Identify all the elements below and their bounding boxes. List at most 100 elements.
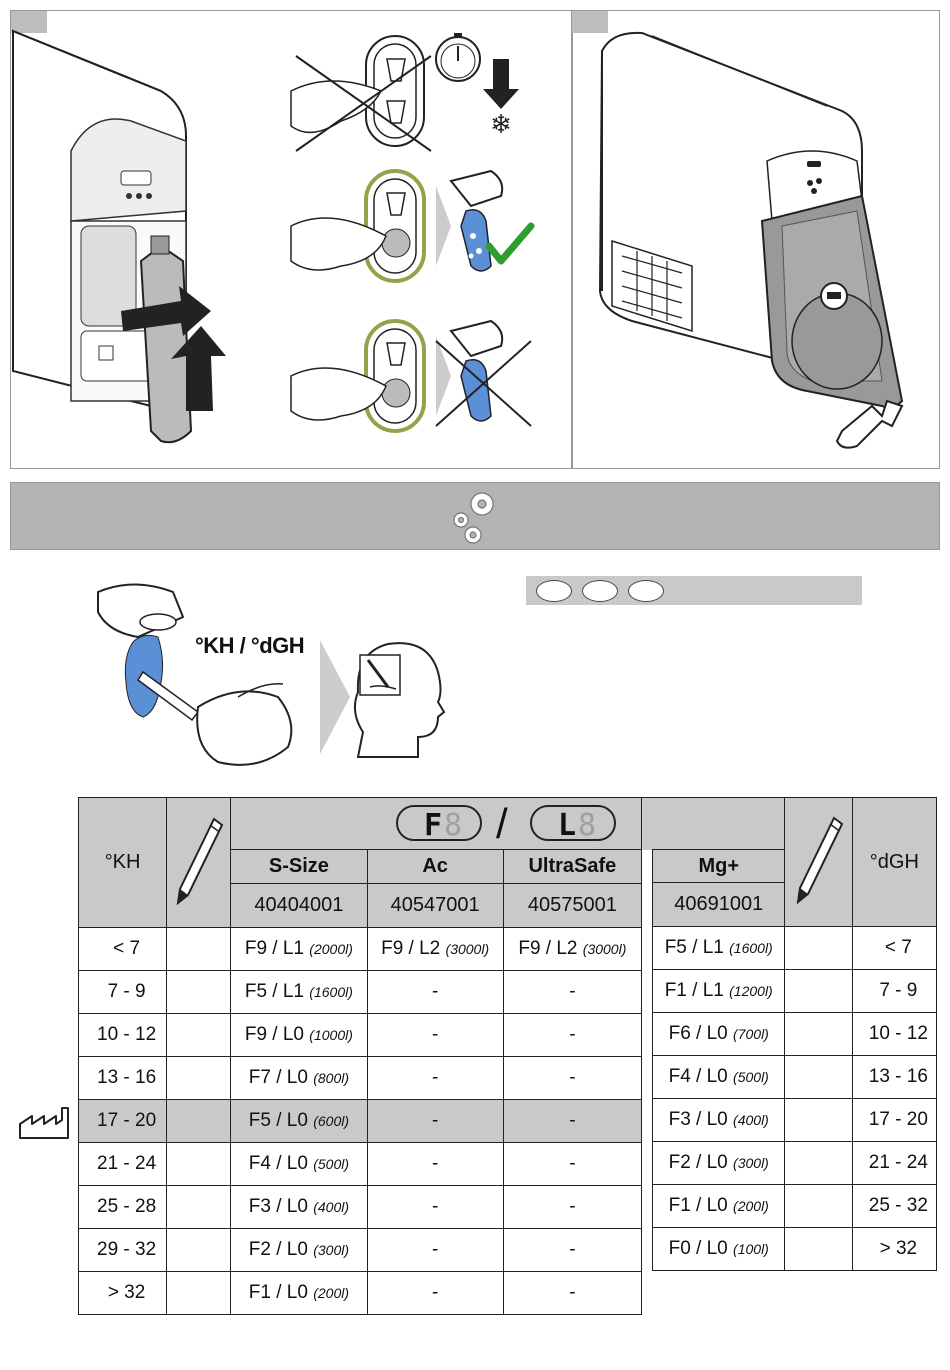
ultrasafe-setting: - [502, 1056, 643, 1100]
note-cell [166, 1271, 232, 1315]
table-row: F1 / L1 (1200l) 7 - 9 [651, 969, 938, 1013]
s-size-setting: F7 / L0 (800l) [230, 1056, 368, 1100]
gears-icon [453, 492, 494, 544]
note-cell [784, 1141, 853, 1185]
step-2-correct [290, 169, 535, 283]
kh-range: 13 - 16 [77, 1056, 168, 1100]
appliance-side-illustration [598, 31, 904, 449]
dgh-header: °dGH [851, 797, 938, 927]
table-row: F2 / L0 (300l) 21 - 24 [651, 1141, 938, 1185]
filter-code-ac: 40547001 [366, 882, 504, 929]
table-row: F0 / L0 (100l) > 32 [651, 1227, 938, 1271]
table-row: F1 / L0 (200l)25 - 32 [651, 1184, 938, 1228]
filter-header-mg: Mg+ [651, 849, 786, 883]
ac-setting: - [366, 1185, 504, 1229]
note-cell [166, 1056, 232, 1100]
panel-1-tag [11, 11, 47, 33]
note-cell [784, 1184, 853, 1228]
svg-text:❄: ❄ [490, 109, 512, 139]
step-3-wrong [290, 319, 532, 433]
ultrasafe-setting: - [502, 970, 643, 1014]
dgh-range: < 7 [851, 926, 938, 970]
appliance-front-illustration: ❄ [12, 29, 535, 444]
illustration-panel-1: ❄ [10, 10, 573, 469]
mg-setting: F0 / L0 (100l) [651, 1227, 786, 1271]
illustration-panel-2 [571, 10, 940, 469]
ac-setting: - [366, 970, 504, 1014]
ac-setting: - [366, 1142, 504, 1186]
pencil-header-right [784, 797, 853, 927]
ultrasafe-setting: - [502, 1013, 643, 1057]
dgh-range: > 32 [851, 1227, 938, 1271]
pencil-icon [796, 816, 843, 905]
ac-setting: - [366, 1099, 504, 1143]
test-unit-label: °KH / °dGH [195, 633, 305, 658]
table-row: F3 / L0 (400l)17 - 20 [651, 1098, 938, 1142]
ultrasafe-setting: - [502, 1228, 643, 1272]
button-indicator-2 [582, 580, 618, 602]
mg-setting: F4 / L0 (500l) [651, 1055, 786, 1099]
panel-2-tag [572, 11, 608, 33]
s-size-setting: F9 / L0 (1000l) [230, 1013, 368, 1057]
filter-header-s-size: S-Size [230, 849, 368, 884]
table-row: F6 / L0 (700l)10 - 12 [651, 1012, 938, 1056]
dgh-range: 21 - 24 [851, 1141, 938, 1185]
mg-setting: F6 / L0 (700l) [651, 1012, 786, 1056]
filter-code-s-size: 40404001 [230, 882, 368, 929]
ultrasafe-setting: F9 / L2 (3000l) [502, 927, 643, 971]
step-1-wrong: ❄ [290, 33, 519, 152]
ultrasafe-setting: - [502, 1185, 643, 1229]
kh-range: < 7 [77, 927, 168, 971]
note-cell [784, 1055, 853, 1099]
ultrasafe-setting: - [502, 1142, 643, 1186]
note-cell [784, 1012, 853, 1056]
dgh-range: 7 - 9 [851, 969, 938, 1013]
note-cell [166, 1013, 232, 1057]
kh-range: > 32 [77, 1271, 168, 1315]
ac-setting: F9 / L2 (3000l) [366, 927, 504, 971]
kh-range: 25 - 28 [77, 1185, 168, 1229]
s-size-setting: F2 / L0 (300l) [230, 1228, 368, 1272]
kh-header: °KH [77, 797, 168, 928]
mg-setting: F1 / L0 (200l) [651, 1184, 786, 1228]
ac-setting: - [366, 1013, 504, 1057]
pencil-header [166, 797, 232, 928]
ultrasafe-setting: - [502, 1271, 643, 1315]
pencil-icon [176, 816, 223, 905]
ultrasafe-setting: - [502, 1099, 643, 1143]
s-size-setting: F9 / L1 (2000l) [230, 927, 368, 971]
filter-code-ultrasafe: 40575001 [502, 882, 643, 929]
dgh-range: 17 - 20 [851, 1098, 938, 1142]
note-cell [166, 1228, 232, 1272]
kh-range: 7 - 9 [77, 970, 168, 1014]
ac-setting: - [366, 1271, 504, 1315]
button-indicator-1 [536, 580, 572, 602]
note-cell [166, 1099, 232, 1143]
table-row: F4 / L0 (500l) 13 - 16 [651, 1055, 938, 1099]
filter-code-mg: 40691001 [651, 882, 786, 927]
note-cell [784, 1098, 853, 1142]
note-cell [784, 1227, 853, 1271]
dgh-range: 13 - 16 [851, 1055, 938, 1099]
s-size-setting: F5 / L0 (600l) [230, 1099, 368, 1143]
s-size-setting: F4 / L0 (500l) [230, 1142, 368, 1186]
mg-setting: F5 / L1 (1600l) [651, 926, 786, 970]
mg-setting: F1 / L1 (1200l) [651, 969, 786, 1013]
mg-setting: F2 / L0 (300l) [651, 1141, 786, 1185]
button-indicator-3 [628, 580, 664, 602]
button-indicator-bar [526, 576, 862, 605]
settings-banner [10, 482, 940, 550]
note-cell [166, 970, 232, 1014]
filter-header-ac: Ac [366, 849, 504, 884]
s-size-setting: F1 / L0 (200l) [230, 1271, 368, 1315]
table-row: F5 / L1 (1600l) < 7 [651, 926, 938, 970]
kh-settings-table: °KH S-Size Ac UltraSafe 40404001 4054700… [77, 797, 643, 1315]
